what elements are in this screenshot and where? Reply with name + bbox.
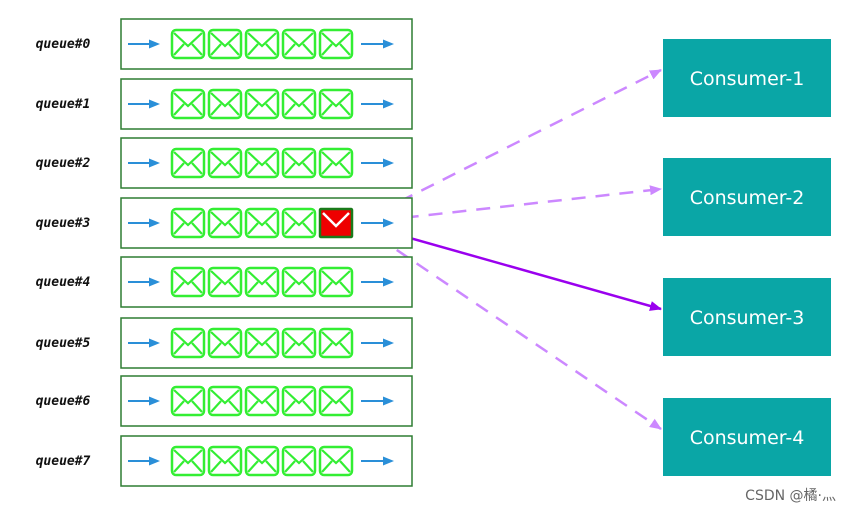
arrow-right-icon — [128, 39, 160, 49]
queue-label: queue#1 — [36, 97, 91, 112]
envelope-icon — [281, 207, 317, 239]
envelope-icon — [170, 327, 206, 359]
queue-label: queue#3 — [36, 216, 91, 231]
envelope-icon — [244, 207, 280, 239]
arrow-right-icon — [128, 338, 160, 348]
consumer-box: Consumer-3 — [663, 278, 831, 356]
arrow-right-icon — [128, 218, 160, 228]
envelope-icon — [281, 385, 317, 417]
consumer-box-bg — [663, 278, 831, 356]
queue-label: queue#5 — [36, 336, 91, 351]
queues-layer: queue#0 queue#1 queue#2 queue#3 queue#4 queue… — [36, 18, 413, 487]
arrow-right-icon — [128, 456, 160, 466]
arrow-right-icon — [128, 277, 160, 287]
envelope-icon — [281, 88, 317, 120]
consumer-box: Consumer-4 — [663, 398, 831, 476]
envelope-icon — [207, 327, 243, 359]
envelope-icon — [170, 385, 206, 417]
queue-label: queue#2 — [36, 156, 91, 171]
consumer-box-bg — [663, 39, 831, 117]
arrow-right-icon — [361, 338, 394, 348]
envelope-icon — [207, 28, 243, 60]
envelope-icon — [244, 147, 280, 179]
queue-row: queue#4 — [36, 256, 413, 308]
envelope-icon — [244, 445, 280, 477]
consumer-box-bg — [663, 398, 831, 476]
arrow-right-icon — [361, 456, 394, 466]
envelope-icon — [170, 266, 206, 298]
queue-label: queue#6 — [36, 394, 91, 409]
arrow-right-icon — [361, 39, 394, 49]
envelope-icon — [318, 147, 354, 179]
envelope-icon — [170, 88, 206, 120]
envelope-icon — [318, 385, 354, 417]
envelope-icon — [207, 445, 243, 477]
envelope-icon — [244, 88, 280, 120]
envelope-icon — [207, 266, 243, 298]
consumer-label: Consumer-2 — [690, 187, 805, 209]
queue-row: queue#2 — [36, 137, 413, 189]
arrow-right-icon — [361, 277, 394, 287]
envelope-icon — [170, 207, 206, 239]
envelope-icon — [281, 266, 317, 298]
envelope-icon — [244, 28, 280, 60]
envelope-icon — [207, 88, 243, 120]
consumer-label: Consumer-1 — [690, 68, 805, 90]
arrow-right-icon — [361, 218, 394, 228]
queue-label: queue#4 — [36, 275, 91, 290]
consumer-box-bg — [663, 158, 831, 236]
envelope-icon — [318, 28, 354, 60]
envelope-icon — [281, 28, 317, 60]
queue-label: queue#0 — [36, 37, 91, 52]
envelope-icon — [207, 385, 243, 417]
consumer-label: Consumer-4 — [690, 427, 805, 449]
envelope-icon — [318, 327, 354, 359]
queue-row: queue#7 — [36, 435, 413, 487]
envelope-icon — [244, 266, 280, 298]
envelope-icon — [318, 88, 354, 120]
envelope-icon — [318, 445, 354, 477]
queue-row: queue#1 — [36, 78, 413, 130]
envelope-icon — [207, 147, 243, 179]
envelope-icon — [170, 445, 206, 477]
watermark-text: CSDN @橘·灬 — [745, 488, 836, 504]
arrow-right-icon — [361, 396, 394, 406]
envelope-icon — [170, 147, 206, 179]
envelope-icon — [318, 266, 354, 298]
arrow-right-icon — [361, 158, 394, 168]
envelope-icon — [170, 28, 206, 60]
arrow-right-icon — [361, 99, 394, 109]
envelope-icon — [281, 147, 317, 179]
envelope-icon-highlighted — [318, 207, 354, 239]
envelope-icon — [244, 327, 280, 359]
consumer-box: Consumer-2 — [663, 158, 831, 236]
queue-row: queue#6 — [36, 375, 413, 427]
arrow-right-icon — [128, 396, 160, 406]
arrow-right-icon — [128, 99, 160, 109]
consumer-label: Consumer-3 — [690, 307, 805, 329]
queue-row: queue#0 — [36, 18, 413, 70]
envelope-icon — [281, 327, 317, 359]
envelope-icon — [244, 385, 280, 417]
consumer-box: Consumer-1 — [663, 39, 831, 117]
arrow-right-icon — [128, 158, 160, 168]
queue-row: queue#5 — [36, 317, 413, 369]
queue-label: queue#7 — [36, 454, 91, 469]
queue-row: queue#3 — [36, 197, 413, 249]
envelope-icon — [281, 445, 317, 477]
envelope-icon — [207, 207, 243, 239]
